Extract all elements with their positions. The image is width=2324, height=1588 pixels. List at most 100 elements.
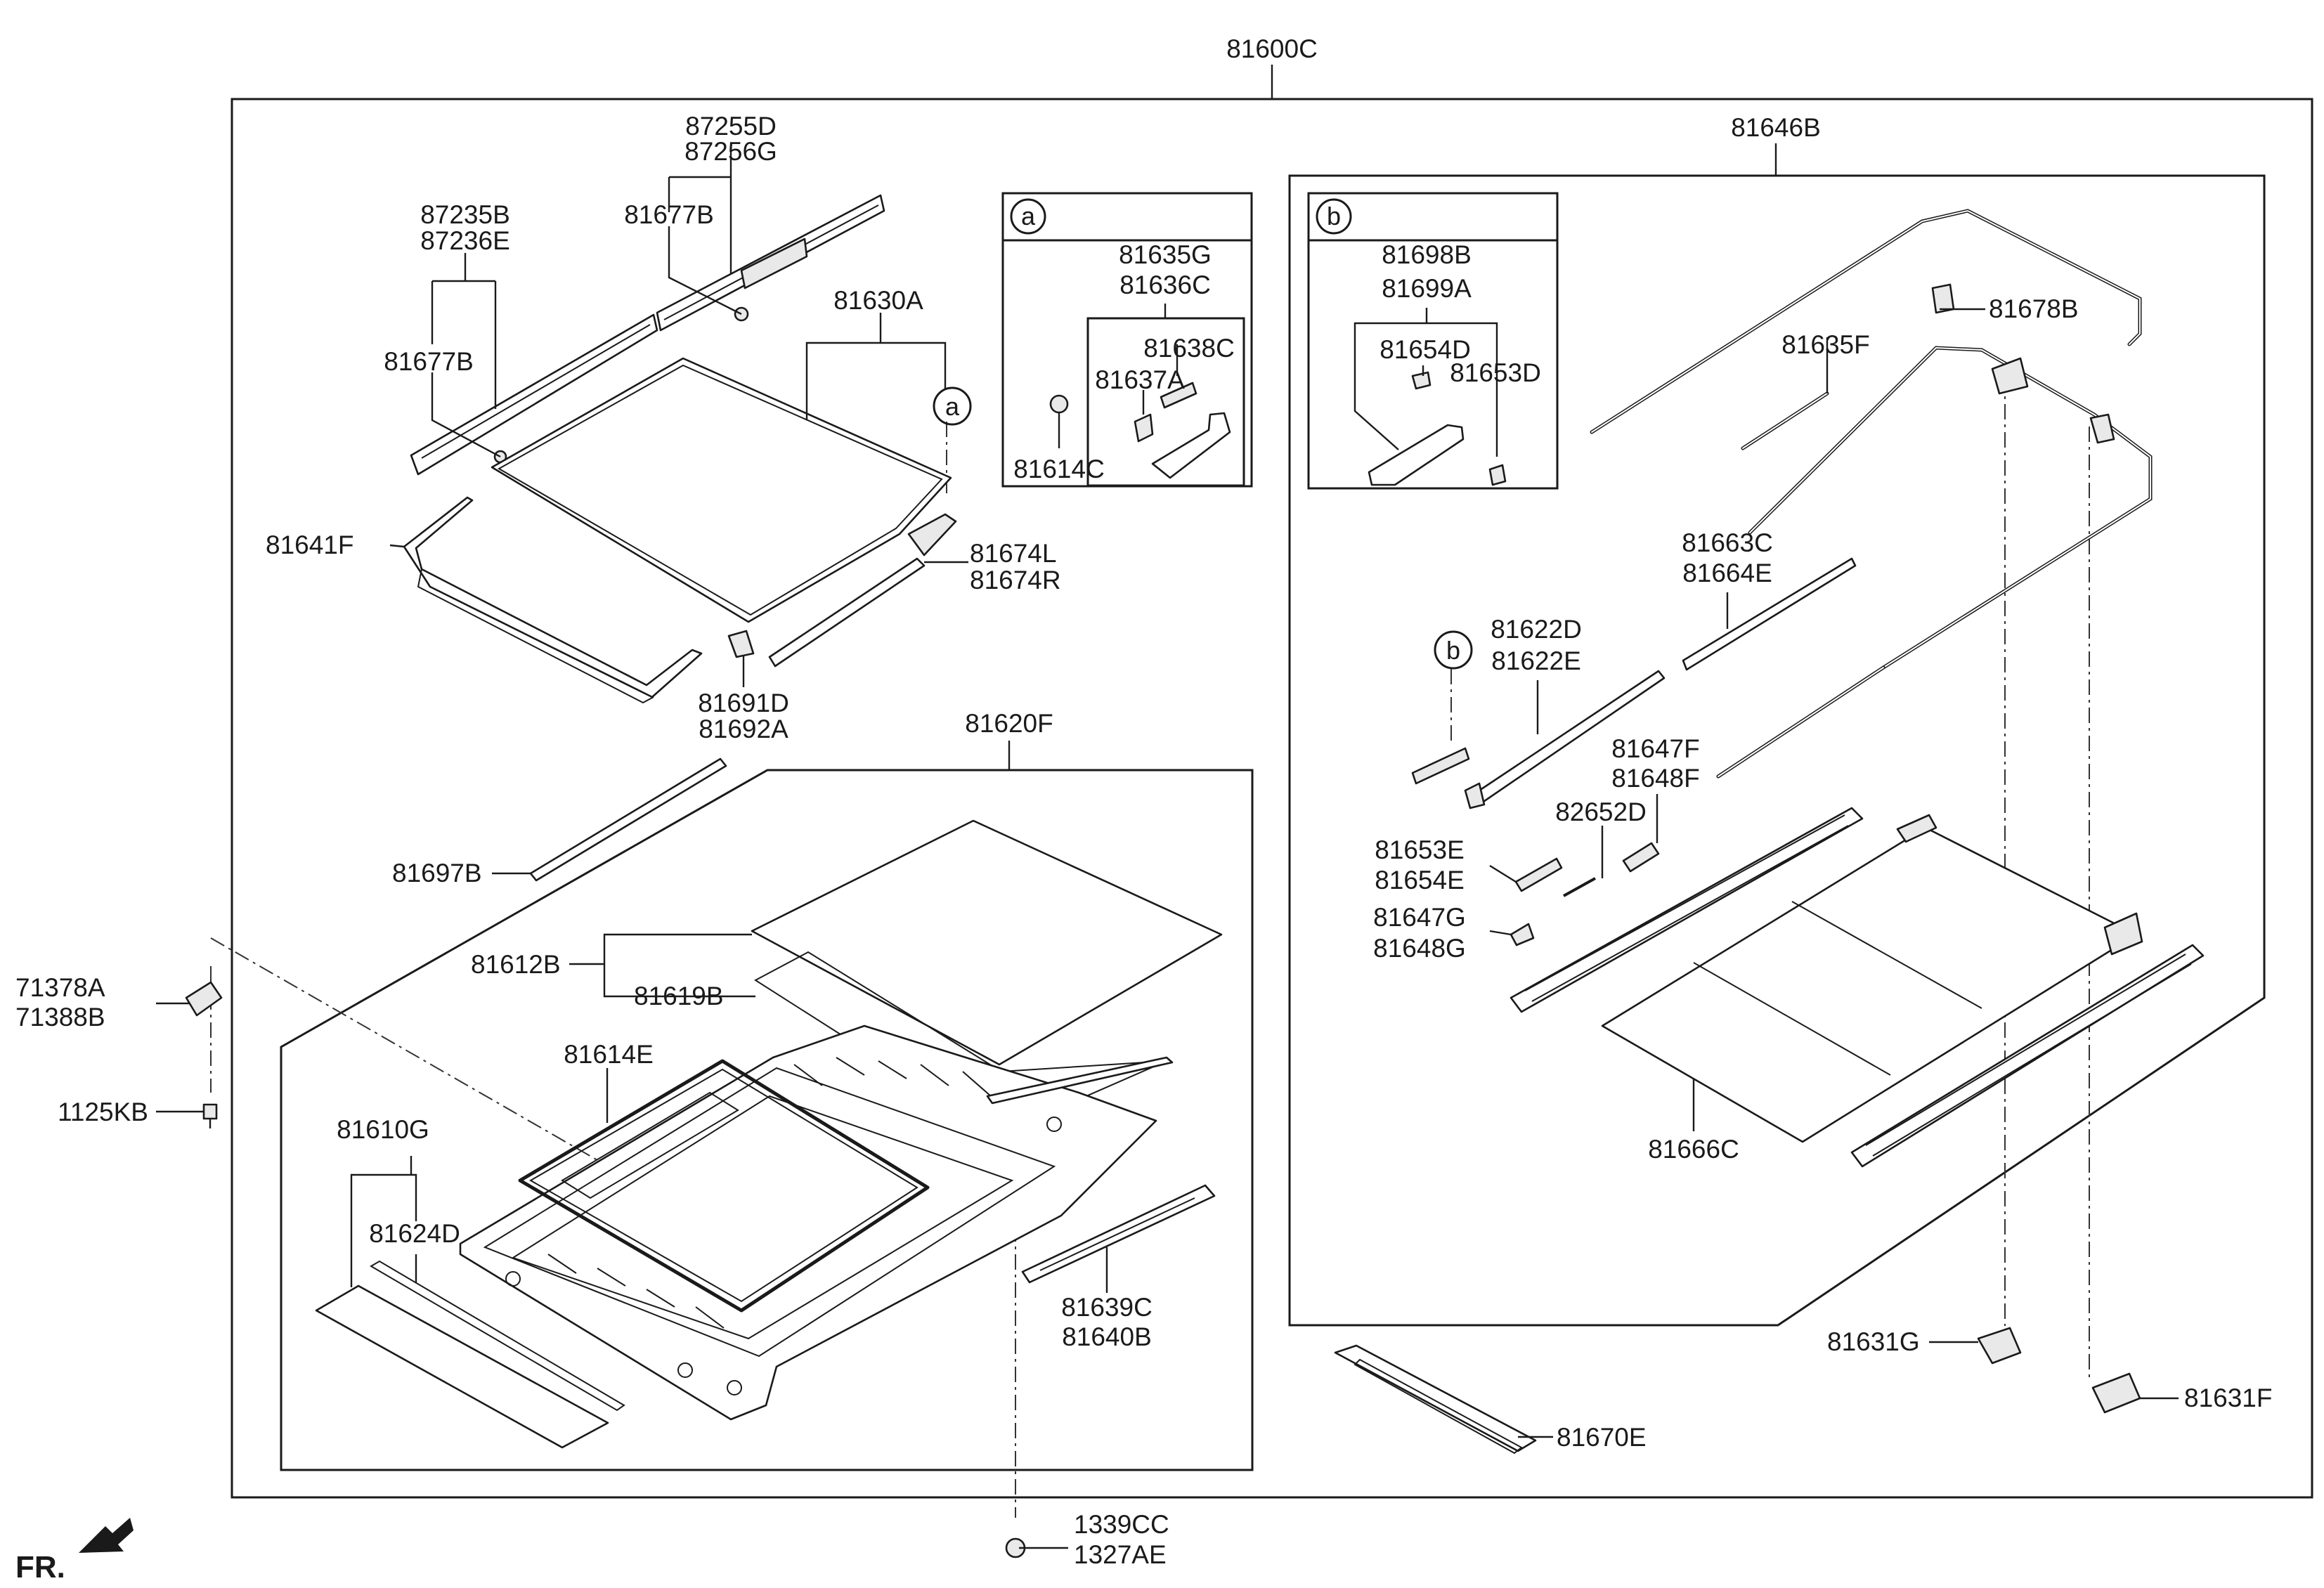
left-guide-rail (1510, 807, 1864, 1013)
label-bracket-4: 81640B (1062, 1322, 1152, 1351)
label-link-2: 81622E (1491, 646, 1581, 675)
label-rail-2: 81664E (1682, 559, 1772, 587)
label-cable-2: 81635F (1781, 330, 1870, 359)
roller-blind-part (1601, 826, 2138, 1143)
label-roller-blind: 81666C (1648, 1135, 1739, 1164)
frames (231, 65, 2313, 1499)
label-assembly-top: 81600C (1226, 34, 1318, 63)
frame-seal (518, 1059, 930, 1313)
label-link-1: 81622D (1491, 615, 1582, 644)
callout-a-box-text: a (1021, 202, 1036, 230)
label-sub-a-1: 81635G (1119, 240, 1212, 269)
label-bracket-3: 81639C (1061, 1293, 1153, 1322)
detail-b-parts (1368, 371, 1507, 486)
frame-assembly-parts (315, 819, 1223, 1449)
label-stopper-1: 81647G (1373, 903, 1466, 932)
b-bracket-part (1411, 747, 1470, 785)
drive-cable-middle (1748, 346, 2153, 670)
label-deflector-seal: 81624D (369, 1219, 460, 1248)
label-frame-seal: 81614E (564, 1040, 654, 1069)
right-guide-rail (1850, 944, 2205, 1168)
label-drive-assy: 81646B (1731, 113, 1821, 142)
motor-part-2 (2091, 1372, 2141, 1414)
label-shoe-2: 81648F (1611, 764, 1700, 793)
callout-b-box (1316, 198, 1352, 235)
part-labels: 81600C 81646B 81620F 87255D 87256G 81677… (15, 34, 2273, 1569)
label-nut-1: 1339CC (1074, 1510, 1169, 1539)
glass-panel-part (491, 357, 952, 623)
upper-left-parts (403, 194, 957, 882)
rail-part (1682, 557, 1857, 671)
bolt-part (202, 1103, 218, 1120)
label-deflector-1: 87255D (685, 112, 777, 141)
detail-a-parts (1049, 382, 1231, 479)
label-deflector-2: 87256G (684, 137, 777, 166)
label-glass-seal: 81612B (471, 950, 561, 979)
label-drain-seal: 81619B (634, 982, 724, 1010)
leader-lines (156, 149, 2179, 1549)
lever-part (1151, 412, 1231, 479)
detail-b-slider (1488, 464, 1507, 486)
mount-bracket-part (185, 981, 223, 1017)
weatherstrip-part (529, 757, 727, 882)
label-clip-deflector: 81677B (624, 200, 714, 229)
shoe-part (1622, 842, 1660, 873)
label-front-rail: 81670E (1557, 1423, 1647, 1452)
frame-assembly-border (280, 769, 1254, 1471)
label-slider-1: 81653E (1375, 835, 1465, 864)
label-mount-2: 71388B (15, 1003, 105, 1031)
pin-part (1563, 877, 1596, 897)
frame-trim-strip (986, 1056, 1174, 1105)
label-cable-1: 81678B (1989, 294, 2079, 323)
hardware (185, 981, 1026, 1558)
label-moulding-2: 87236E (420, 226, 510, 255)
drive-assembly-parts (1334, 209, 2205, 1454)
label-stopper-2: 81648G (1373, 934, 1466, 963)
clip-part (1049, 394, 1069, 414)
label-slider-2: 81654E (1375, 866, 1465, 894)
glass-seal-panel (751, 819, 1223, 1066)
callout-a-box (1010, 198, 1046, 235)
label-bracket-1: 81691D (698, 689, 789, 717)
front-rail-part (1334, 1344, 1537, 1452)
drive-assembly-border (1288, 174, 2266, 1327)
label-pin: 82652D (1555, 798, 1647, 826)
label-clip-moulding: 81677B (384, 347, 474, 376)
label-sub-a-2: 81636C (1119, 271, 1211, 299)
slider-part (1514, 857, 1563, 892)
glass-seal-frame-part (403, 496, 703, 698)
label-rail-1: 81663C (1682, 528, 1773, 557)
label-sub-a-5: 81614C (1013, 455, 1105, 483)
label-nut-2: 1327AE (1074, 1540, 1167, 1569)
label-guide-r: 81674R (970, 566, 1061, 594)
label-bolt: 1125KB (58, 1098, 148, 1126)
label-sub-a-4: 81637A (1095, 365, 1185, 394)
label-moulding-1: 87235B (420, 200, 510, 229)
guide-bracket-part (907, 513, 957, 557)
callout-b-main-text: b (1446, 636, 1460, 665)
detail-b-bracket (1368, 424, 1465, 486)
label-sub-b-1: 81698B (1382, 240, 1472, 269)
callout-b-box-text: b (1327, 202, 1341, 230)
label-shoe-1: 81647F (1611, 734, 1700, 763)
callout-b-main (1434, 630, 1473, 670)
detail-b-box (1307, 192, 1559, 490)
label-frame-assy: 81620F (965, 709, 1053, 738)
label-sub-b-4: 81653D (1450, 358, 1541, 387)
detail-b-clip (1411, 371, 1432, 390)
callout-circles: a a b b (933, 198, 1473, 670)
stopper-part (1510, 923, 1535, 946)
label-sub-a-3: 81638C (1143, 334, 1235, 363)
label-sub-b-2: 81699A (1382, 274, 1472, 303)
label-seal-glass: 81641F (266, 531, 354, 559)
callout-a-main (933, 386, 972, 426)
side-moulding-part (410, 313, 658, 476)
label-motor-2: 81631F (2184, 1384, 2273, 1412)
motor-part-1 (1977, 1327, 2022, 1365)
callout-a-main-text: a (945, 392, 960, 421)
label-sub-b-3: 81654D (1380, 335, 1471, 364)
guide-strip-part (768, 557, 926, 668)
orientation-text: FR. (15, 1550, 65, 1584)
label-mount-1: 71378A (15, 973, 105, 1002)
